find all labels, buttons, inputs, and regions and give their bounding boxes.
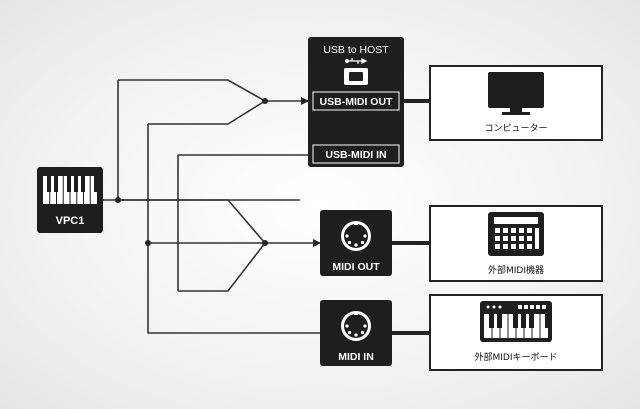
vpc1-unit: VPC1 (37, 167, 103, 233)
usb-host-title: USB to HOST (323, 44, 389, 56)
external-midi-device-label: 外部MIDI機器 (488, 264, 544, 276)
computer-label: コンピューター (484, 123, 547, 134)
external-midi-device-panel: 外部MIDI機器 (429, 205, 603, 282)
monitor-icon (488, 72, 544, 115)
arrowheads (102, 97, 321, 247)
usb-midi-in-box (312, 144, 400, 164)
midi-port-icon (341, 221, 371, 251)
usb-midi-out-box (312, 91, 400, 111)
usb-midi-in-label: USB-MIDI IN (325, 149, 386, 161)
midi-keyboard-icon (480, 301, 552, 342)
arrow-midi-out (313, 239, 321, 247)
midi-in-label: MIDI IN (338, 351, 374, 363)
vpc1-label: VPC1 (56, 215, 85, 227)
junction-dot (262, 98, 268, 104)
computer-panel: コンピューター (429, 65, 603, 141)
arrow-vpc1-in (102, 151, 110, 159)
midi-out-label: MIDI OUT (332, 261, 380, 273)
usb-midi-out-label: USB-MIDI OUT (320, 96, 393, 108)
usb-host-unit: USB to HOST USB-MIDI OUT USB-MIDI IN (308, 37, 404, 167)
external-midi-keyboard-panel: 外部MIDIキーボード (429, 294, 603, 371)
junction-dots (115, 98, 268, 246)
midi-port-icon (341, 311, 371, 341)
wiring (103, 79, 320, 334)
usb-port-icon (344, 68, 368, 85)
keyboard-icon (43, 176, 97, 204)
midi-in-unit: MIDI IN (320, 300, 392, 366)
usb-symbol-icon (344, 58, 368, 64)
midi-out-unit: MIDI OUT (320, 210, 392, 276)
junction-dot (115, 197, 121, 203)
device-links (392, 99, 430, 335)
junction-dot (262, 240, 268, 246)
arrow-usb-out (301, 97, 309, 105)
drum-pad-icon (488, 212, 544, 256)
external-midi-keyboard-label: 外部MIDIキーボード (474, 351, 557, 363)
junction-dot (145, 240, 151, 246)
